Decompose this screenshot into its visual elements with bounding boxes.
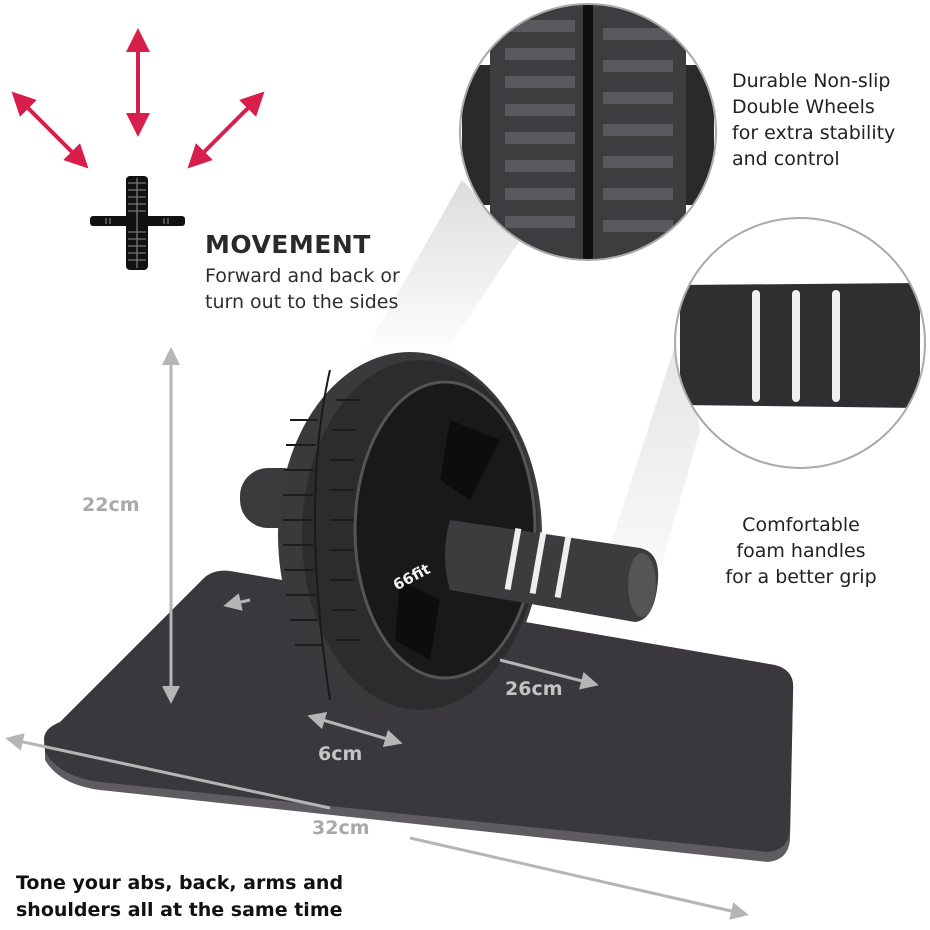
dimension-arrows <box>5 347 749 920</box>
callout-shadow-wheels <box>360 180 520 360</box>
dimension-mat-length: 32cm <box>312 817 370 839</box>
feature-line: Durable Non-slip <box>732 70 891 92</box>
ab-wheel <box>278 352 542 718</box>
tagline-line: Tone your abs, back, arms and <box>16 872 344 894</box>
dimension-wheel-width: 6cm <box>318 743 363 765</box>
tagline: Tone your abs, back, arms and shoulders … <box>16 870 343 924</box>
dimension-handle-length: 26cm <box>505 678 563 700</box>
mat-length-arrow-left-icon <box>5 733 331 810</box>
feature-line: and control <box>732 148 840 170</box>
movement-arrows <box>11 27 265 169</box>
right-handle <box>445 520 659 622</box>
small-arrow-icon <box>223 593 251 611</box>
callout-handles-detail <box>674 217 926 469</box>
wheel-width-arrow-icon <box>307 711 403 748</box>
diagonal-right-arrow-icon <box>187 91 265 169</box>
dimension-wheel-height: 22cm <box>82 494 140 516</box>
handle-length-arrow-icon <box>499 658 599 690</box>
tagline-line: shoulders all at the same time <box>16 899 343 921</box>
feature-line: Double Wheels <box>732 96 875 118</box>
callout-wheels-detail <box>459 3 717 261</box>
movement-description: Forward and back or turn out to the side… <box>205 263 400 315</box>
mat-length-arrow-right-icon <box>409 836 749 920</box>
feature-line: for a better grip <box>725 566 877 588</box>
feature-line: for extra stability <box>732 122 896 144</box>
movement-description-line: Forward and back or <box>205 265 400 287</box>
feature-handles-text: Comfortable foam handles for a better gr… <box>712 512 890 590</box>
feature-wheels-text: Durable Non-slip Double Wheels for extra… <box>732 68 895 172</box>
diagonal-left-arrow-icon <box>11 91 89 169</box>
movement-description-line: turn out to the sides <box>205 291 399 313</box>
ab-wheel-top-view-icon <box>90 176 185 270</box>
feature-line: foam handles <box>736 540 866 562</box>
feature-line: Comfortable <box>742 514 860 536</box>
movement-title: MOVEMENT <box>205 230 371 259</box>
